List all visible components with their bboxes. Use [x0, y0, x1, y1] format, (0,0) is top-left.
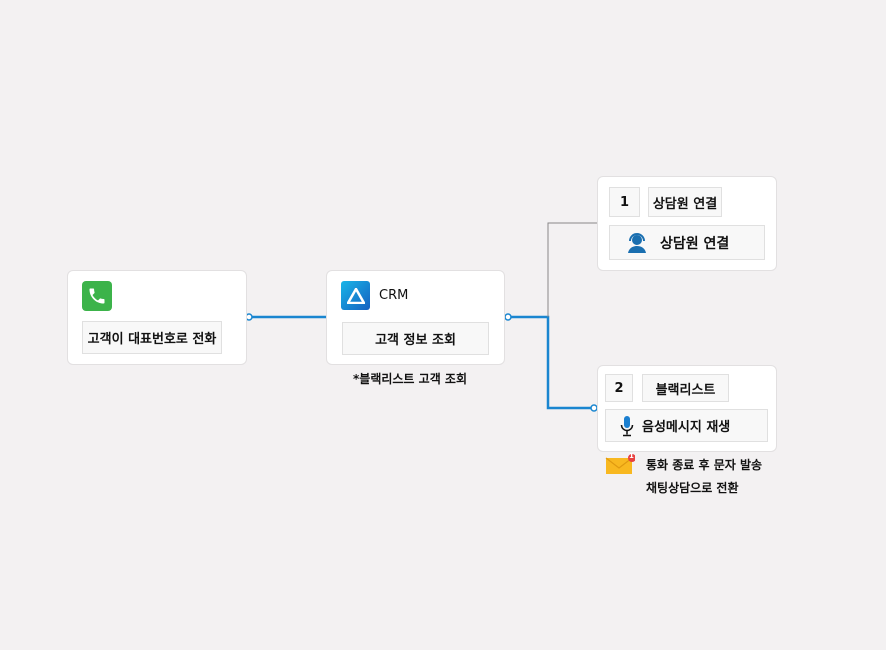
start-action: 고객이 대표번호로 전화 [82, 321, 222, 354]
microphone-icon [620, 415, 634, 436]
connector-crm-blacklist [508, 315, 594, 410]
mail-notification-icon: 1 [605, 452, 636, 475]
phone-icon [82, 281, 112, 311]
connector-crm-agent [547, 222, 597, 317]
branch-number: 1 [609, 187, 640, 217]
blacklist-note-2: 채팅상담으로 전환 [646, 481, 739, 495]
branch-action-label: 상담원 연결 [660, 235, 730, 252]
branch-action: 상담원 연결 [609, 225, 765, 260]
crm-node[interactable]: CRM 고객 정보 조회 [326, 270, 505, 365]
blacklist-note-1: 통화 종료 후 문자 발송 [646, 458, 763, 472]
agent-headset-icon [628, 232, 646, 253]
crm-logo-icon [341, 281, 370, 310]
branch-action-label: 음성메시지 재생 [642, 420, 731, 435]
branch-number: 2 [605, 374, 633, 402]
start-node[interactable]: 고객이 대표번호로 전화 [67, 270, 247, 365]
branch-agent-node[interactable]: 1 상담원 연결 상담원 연결 [597, 176, 777, 271]
branch-action: 음성메시지 재생 [605, 409, 768, 442]
crm-note: *블랙리스트 고객 조회 [353, 372, 467, 386]
branch-name: 상담원 연결 [648, 187, 722, 217]
crm-action: 고객 정보 조회 [342, 322, 489, 355]
branch-blacklist-node[interactable]: 2 블랙리스트 음성메시지 재생 [597, 365, 777, 452]
crm-title: CRM [379, 288, 409, 303]
branch-name: 블랙리스트 [642, 374, 729, 402]
